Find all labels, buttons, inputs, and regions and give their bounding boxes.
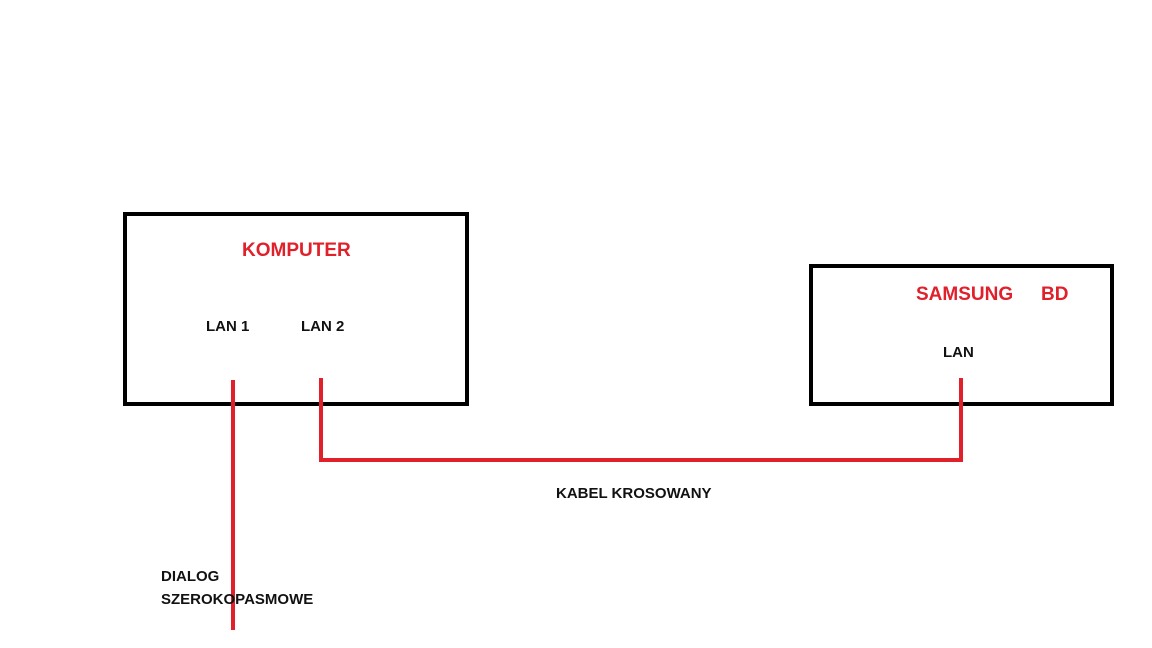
computer-port-lan1: LAN 1 bbox=[206, 318, 249, 335]
computer-title: KOMPUTER bbox=[242, 240, 351, 261]
computer-port-lan2: LAN 2 bbox=[301, 318, 344, 335]
samsung-title: SAMSUNG bbox=[916, 284, 1013, 305]
samsung-port-lan: LAN bbox=[943, 344, 974, 361]
crossover-cable-label: KABEL KROSOWANY bbox=[556, 485, 712, 502]
broadband-label-line1: DIALOG bbox=[161, 568, 219, 585]
samsung-title-suffix: BD bbox=[1041, 284, 1068, 305]
crossover-cable bbox=[319, 378, 963, 462]
broadband-label-line2: SZEROKOPASMOWE bbox=[161, 591, 313, 608]
computer-box bbox=[123, 212, 469, 406]
